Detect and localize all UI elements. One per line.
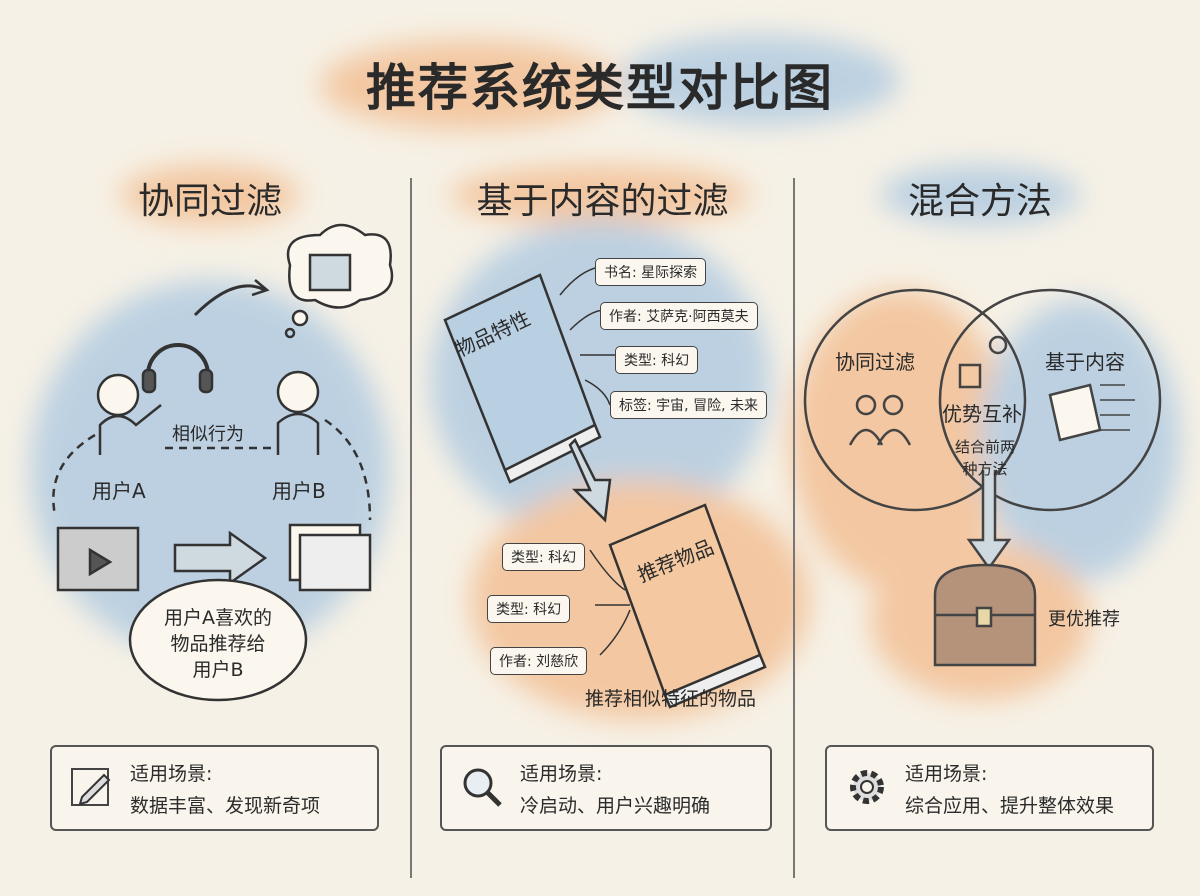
magnifier-icon (463, 768, 502, 807)
recommended-tag: 类型: 科幻 (502, 543, 586, 571)
scenario-box-hybrid: 适用场景: 综合应用、提升整体效果 (825, 745, 1154, 831)
feature-tag: 类型: 科幻 (615, 346, 699, 374)
venn-left-label: 协同过滤 (835, 350, 915, 374)
recommendation-bubble: 用户A喜欢的 物品推荐给 用户B (140, 605, 296, 683)
recommended-tag: 作者: 刘慈欣 (490, 647, 588, 675)
feature-tag: 作者: 艾萨克·阿西莫夫 (600, 302, 758, 330)
column-divider (410, 178, 412, 878)
scenario-box-content: 适用场景: 冷启动、用户兴趣明确 (440, 745, 772, 831)
venn-center-sub: 结合前两 种方法 (940, 436, 1030, 480)
gear-icon (850, 770, 884, 804)
bubble-line: 物品推荐给 (170, 633, 266, 655)
feature-tag: 书名: 星际探索 (595, 258, 707, 286)
feature-tag: 标签: 宇宙, 冒险, 未来 (610, 391, 767, 419)
scenario-text: 综合应用、提升整体效果 (905, 795, 1115, 817)
venn-right-label: 基于内容 (1045, 350, 1125, 374)
scenario-text: 数据丰富、发现新奇项 (130, 795, 321, 817)
result-label: 更优推荐 (1048, 609, 1120, 630)
column-divider (793, 178, 795, 878)
recommended-tag: 类型: 科幻 (487, 595, 571, 623)
center-sub-line: 种方法 (962, 460, 1008, 478)
venn-center-label: 优势互补 (942, 402, 1022, 426)
scenario-title: 适用场景: (130, 763, 213, 785)
scenario-title: 适用场景: (905, 763, 988, 785)
similar-behavior-label: 相似行为 (172, 424, 244, 445)
bubble-line: 用户B (192, 659, 244, 681)
page-title: 推荐系统类型对比图 (366, 59, 834, 117)
heading-collaborative-filtering: 协同过滤 (137, 181, 282, 222)
user-b-label: 用户B (272, 479, 326, 503)
scenario-box-collaborative: 适用场景: 数据丰富、发现新奇项 (50, 745, 379, 831)
heading-hybrid: 混合方法 (907, 181, 1052, 222)
user-a-label: 用户A (92, 479, 146, 503)
scenario-title: 适用场景: (520, 763, 603, 785)
bubble-line: 用户A喜欢的 (164, 607, 272, 629)
pencil-icon (71, 768, 111, 806)
caption: 推荐相似特征的物品 (585, 688, 757, 710)
heading-content-based: 基于内容的过滤 (476, 181, 729, 222)
center-sub-line: 结合前两 (954, 438, 1015, 456)
scenario-text: 冷启动、用户兴趣明确 (520, 795, 711, 817)
